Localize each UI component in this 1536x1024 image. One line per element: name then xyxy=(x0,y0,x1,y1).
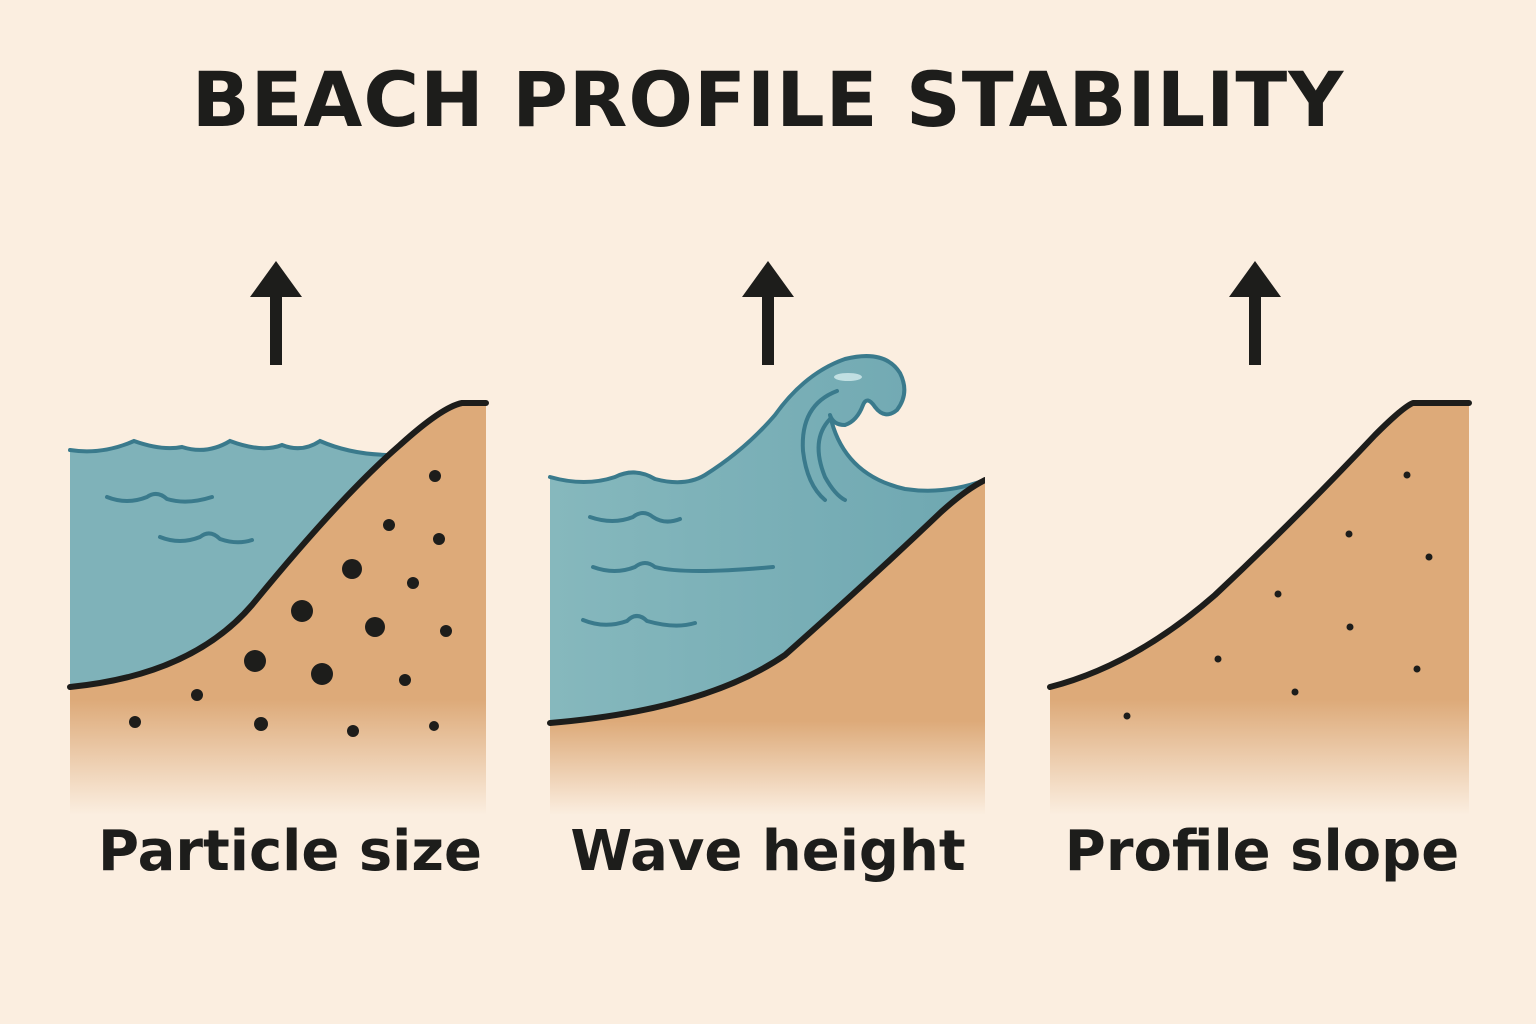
profile-slope-panel xyxy=(1045,255,1485,815)
sand-body xyxy=(70,403,486,815)
ripple-line xyxy=(581,614,697,628)
ripple-line xyxy=(588,511,682,524)
ripple-line xyxy=(591,561,775,573)
wave-height-illustration xyxy=(547,261,985,815)
arrow-up-icon xyxy=(742,261,794,365)
arrow-up-icon xyxy=(1229,261,1281,365)
particle-size-illustration xyxy=(67,261,489,815)
wave-curl-line xyxy=(816,417,847,502)
arrow-up-icon xyxy=(250,261,302,365)
water-body xyxy=(70,441,392,687)
profile-slope-label: Profile slope xyxy=(1064,819,1460,884)
wave-highlight xyxy=(834,373,862,381)
wave-height-label: Wave height xyxy=(570,819,966,884)
sand-particles xyxy=(129,470,452,737)
profile-slope-illustration xyxy=(1047,261,1472,815)
particle-size-panel xyxy=(62,255,502,815)
ripple-line xyxy=(105,492,214,504)
water-surface-line xyxy=(68,438,394,457)
particle-size-label: Particle size xyxy=(98,819,482,884)
wave-height-panel xyxy=(545,255,985,815)
beach-profile-line xyxy=(67,400,489,690)
beach-profile-line xyxy=(1047,400,1472,690)
diagram-title: BEACH PROFILE STABILITY xyxy=(191,55,1345,144)
wave-curl-line xyxy=(800,389,839,502)
beach-profile-line xyxy=(547,477,985,726)
sand-particles xyxy=(1123,471,1433,720)
sand-body xyxy=(550,480,985,815)
ripple-line xyxy=(158,531,254,545)
sand-body xyxy=(1050,403,1469,815)
